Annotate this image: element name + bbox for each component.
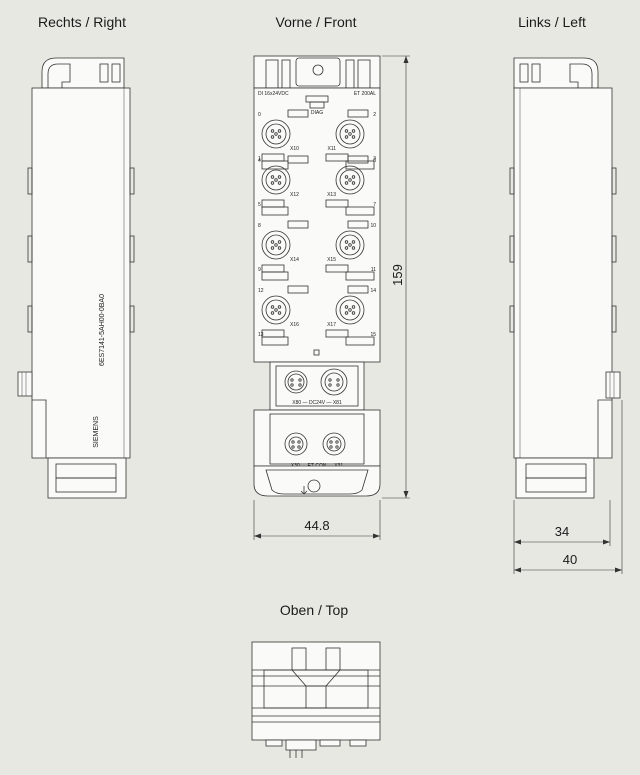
connector-name-x17: X17 [327,322,336,328]
connector-x14: X14 8 9 [258,220,309,281]
connector-x16: X16 12 13 [258,285,309,346]
channel-label: 1 [258,156,261,162]
channel-label: 11 [371,267,376,273]
connector-name-x15: X15 [327,257,336,263]
width-value: 44.8 [304,518,329,533]
connector-x11: X11 2 3 [325,109,376,170]
channel-label: 14 [370,288,376,294]
connector-x80 [284,370,308,394]
connector-x10: X10 0 1 [258,109,309,170]
channel-label: 4 [258,158,261,164]
channel-label: 9 [258,267,261,273]
right-view-side-connector [17,371,33,397]
front-top-cap [253,55,381,89]
connector-x13: X13 6 7 [325,155,376,216]
channel-label: 2 [373,112,376,118]
channel-label: 8 [258,223,261,229]
connector-name-x12: X12 [290,192,299,198]
channel-label: 3 [373,156,376,162]
connector-name-x14: X14 [290,257,299,263]
bus-section [253,409,381,467]
product-label: ET 200AL [354,91,376,97]
left-view-top-bracket [513,57,599,89]
title-left-view: Links / Left [518,14,586,30]
depth-total-value: 40 [563,552,577,567]
channel-label: 7 [373,202,376,208]
mounting-hole-top [312,64,324,76]
top-view-body [251,641,381,741]
left-view-body [513,87,613,459]
connector-name-x16: X16 [290,322,299,328]
connector-name-x10: X10 [290,146,299,152]
order-number-label: 6ES7141-5AH00-0BA0 [99,294,106,366]
channel-label: 13 [258,332,264,338]
channel-label: 6 [373,158,376,164]
power-connector-label: X80 — DC24V — X81 [292,400,342,406]
left-view-side-connector [605,371,621,399]
connector-x31 [322,432,346,456]
brand-label: SIEMENS [93,416,100,448]
channel-label: 10 [370,223,376,229]
depth-total-dimension: 40 [514,400,623,574]
title-top-view: Oben / Top [280,602,348,618]
channel-label: 12 [258,288,264,294]
width-dimension: 44.8 [253,500,381,540]
connector-x30 [284,432,308,456]
connector-x17: X17 14 15 [325,285,376,346]
input-type-label: DI 16x24VDC [258,91,289,97]
diag-label: DIAG [311,110,323,116]
left-side-view: 34 40 [509,57,623,574]
channel-label: 5 [258,202,261,208]
title-right-view: Rechts / Right [38,14,126,30]
top-view [251,641,381,758]
mounting-hole-bottom [307,479,321,493]
connector-name-x11: X11 [327,146,336,152]
right-view-body [31,87,131,459]
right-side-view: 6ES7141-5AH00-0BA0 SIEMENS [17,57,135,499]
height-value: 159 [390,264,405,286]
connector-x15: X15 10 11 [325,220,376,281]
connector-x81 [320,368,348,396]
height-dimension: 159 [382,55,410,499]
connector-name-x13: X13 [327,192,336,198]
channel-label: 15 [370,332,376,338]
connector-x12: X12 4 5 [258,155,309,216]
depth-body-value: 34 [555,524,569,539]
title-front-view: Vorne / Front [276,14,357,30]
right-view-top-bracket [41,57,125,89]
depth-body-dimension: 34 [513,500,611,574]
channel-label: 0 [258,112,261,118]
io-connector-grid: X1001X1123X1245X1367X1489X151011X161213X… [258,109,376,346]
front-io-module [253,87,381,363]
